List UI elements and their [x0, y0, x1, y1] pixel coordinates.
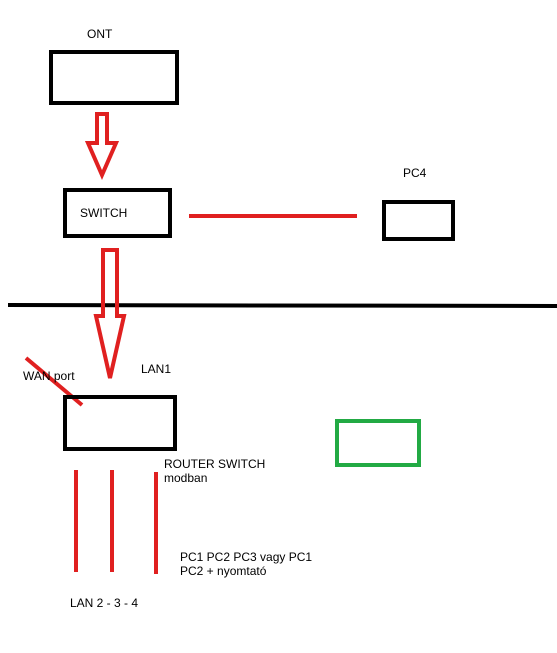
divider-line [7, 303, 557, 308]
green-box [335, 419, 421, 467]
pc-list-label: PC1 PC2 PC3 vagy PC1 PC2 + nyomtató [180, 550, 313, 578]
arrow-switch-to-router [93, 248, 127, 379]
lan234-label: LAN 2 - 3 - 4 [70, 596, 139, 610]
ont-label: ONT [87, 27, 113, 41]
wan-port-label: WAN port [23, 369, 75, 383]
router-box [63, 395, 177, 451]
router-switch-label: ROUTER SWITCH modban [164, 457, 266, 485]
lan1-label: LAN1 [141, 362, 172, 376]
switch-label: SWITCH [80, 206, 128, 220]
switch-box [63, 188, 172, 238]
pc4-box [382, 200, 455, 241]
pc4-label: PC4 [403, 166, 427, 180]
arrow-ont-to-switch [84, 112, 120, 180]
ont-box [49, 50, 179, 105]
